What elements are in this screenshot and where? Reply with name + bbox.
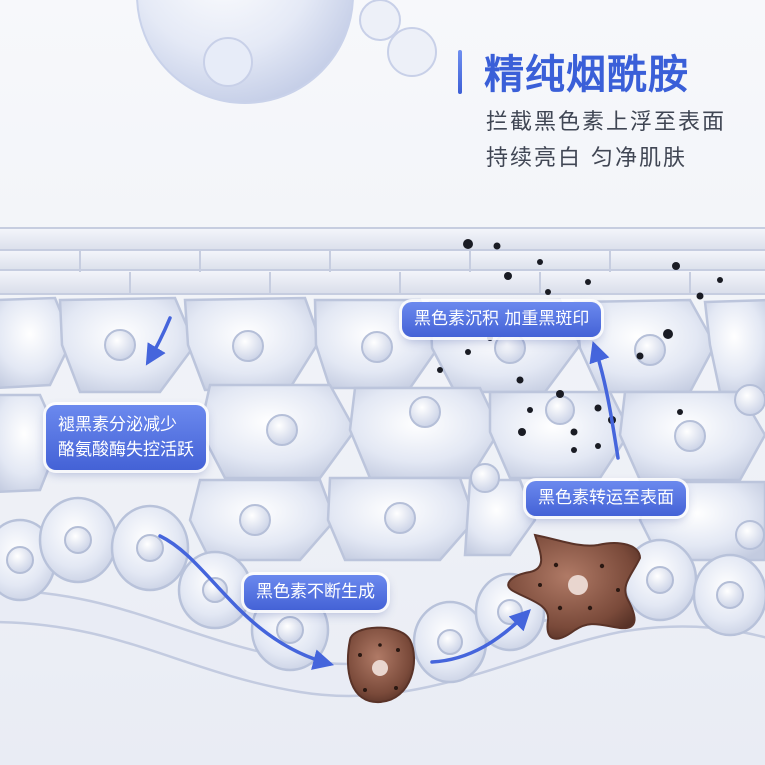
serum-sphere xyxy=(136,0,437,104)
label-transfer-text: 黑色素转运至表面 xyxy=(538,488,674,508)
label-melanin-deposit: 黑色素沉积 加重黑斑印 xyxy=(402,302,602,337)
title-accent-bar xyxy=(458,50,462,94)
label-melatonin-tyrosinase: 褪黑素分泌减少 酪氨酸酶失控活跃 xyxy=(46,405,206,471)
label-deposit-text: 黑色素沉积 加重黑斑印 xyxy=(414,309,590,329)
label-fade-line-2: 酪氨酸酶失控活跃 xyxy=(58,439,194,460)
label-melanin-transfer: 黑色素转运至表面 xyxy=(526,481,686,516)
flow-arrows xyxy=(145,316,620,670)
label-melanin-generate: 黑色素不断生成 xyxy=(244,575,387,610)
label-fade-line-1: 褪黑素分泌减少 xyxy=(58,415,177,435)
subtitle-line-1: 拦截黑色素上浮至表面 xyxy=(486,110,727,135)
subtitle-line-2: 持续亮白 匀净肌肤 xyxy=(486,146,687,171)
page-title: 精纯烟酰胺 xyxy=(484,52,689,98)
cell-layer xyxy=(0,296,765,562)
melanin-particles xyxy=(437,239,723,453)
melanocyte-dendritic xyxy=(507,533,642,640)
label-generate-text: 黑色素不断生成 xyxy=(256,582,375,602)
surface-layer xyxy=(0,227,765,295)
melanocyte-small xyxy=(346,626,415,704)
